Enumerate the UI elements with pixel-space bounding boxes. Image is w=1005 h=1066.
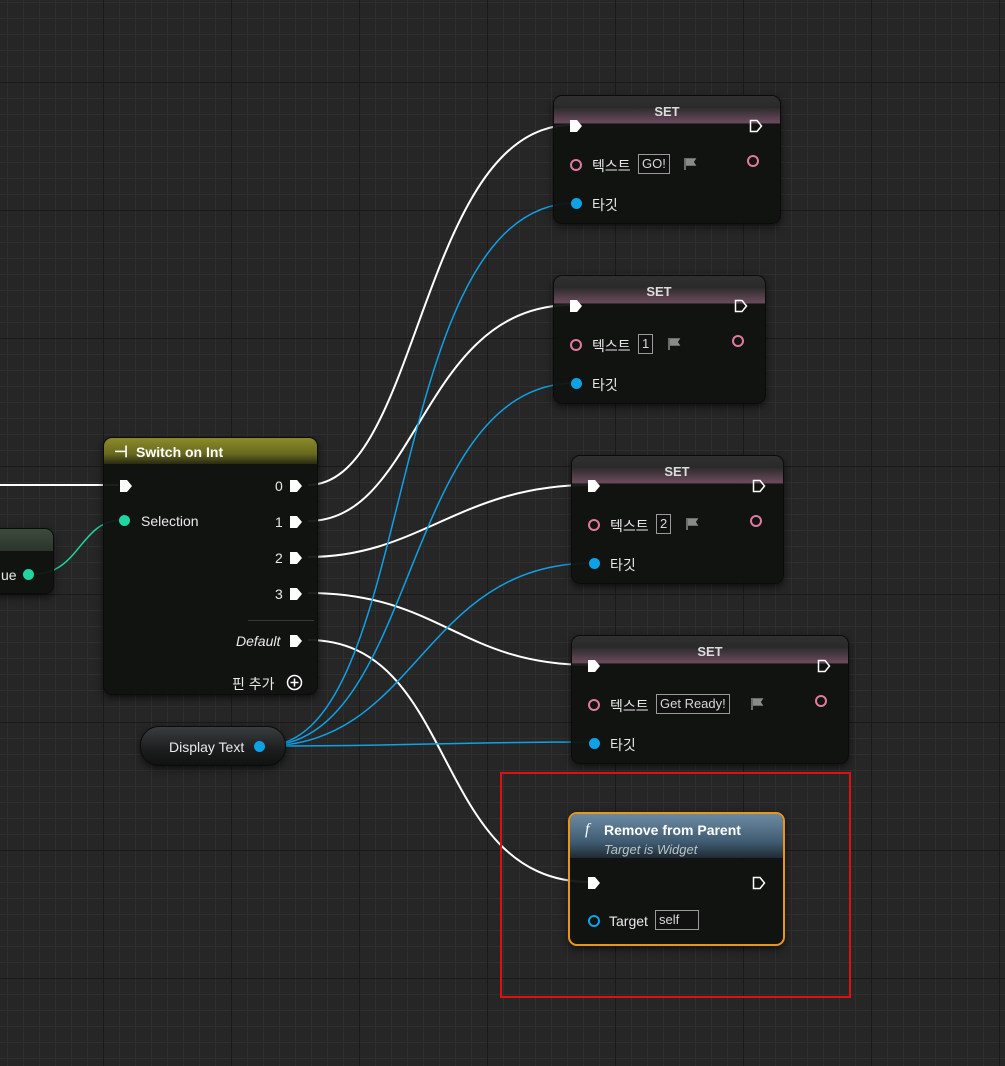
text-input-pin[interactable] <box>588 699 600 711</box>
switch-node-header <box>104 438 317 464</box>
default-output-pin[interactable] <box>289 634 303 648</box>
switch-output-1-label: 1 <box>275 514 283 530</box>
exec-wire-3 <box>307 592 591 666</box>
set-exec-in-pin[interactable] <box>587 659 601 673</box>
switch-on-int-node[interactable]: ⊣ Switch on Int Selection 0 1 2 3 Defaul… <box>103 437 318 695</box>
display-text-output-pin[interactable] <box>254 741 265 752</box>
add-pin-label[interactable]: 핀 추가 <box>232 676 275 692</box>
set-node-header <box>554 276 765 304</box>
switch-exec-in-pin[interactable] <box>119 479 133 493</box>
partial-node-label: ue <box>1 567 17 583</box>
set-node-title: SET <box>646 284 672 299</box>
display-text-getter-node[interactable]: Display Text <box>140 726 286 766</box>
localize-flag-icon[interactable] <box>750 697 764 711</box>
selection-pin[interactable] <box>119 515 130 526</box>
text-output-pin[interactable] <box>732 335 744 347</box>
switch-output-2-pin[interactable] <box>289 551 303 565</box>
set-node-title: SET <box>654 104 680 119</box>
function-node-subtitle: Target is Widget <box>604 842 698 857</box>
localize-flag-icon[interactable] <box>667 337 681 351</box>
set-exec-in-pin[interactable] <box>569 299 583 313</box>
set-node-title: SET <box>664 464 690 479</box>
set-exec-out-pin[interactable] <box>749 119 763 133</box>
target-input-pin[interactable] <box>589 558 600 569</box>
set-node-header <box>554 96 780 124</box>
function-node-title: Remove from Parent <box>604 822 741 838</box>
default-divider <box>248 620 314 621</box>
text-input-pin[interactable] <box>570 159 582 171</box>
set-exec-in-pin[interactable] <box>587 479 601 493</box>
exec-wire-1 <box>307 304 573 522</box>
remove-exec-out-pin[interactable] <box>752 876 766 890</box>
text-output-pin[interactable] <box>815 695 827 707</box>
partial-node-header <box>0 529 53 551</box>
switch-output-0-label: 0 <box>275 478 283 494</box>
target-wire-3 <box>263 741 595 747</box>
display-text-label: Display Text <box>169 739 245 755</box>
switch-output-1-pin[interactable] <box>289 515 303 529</box>
text-value-field[interactable]: Get Ready! <box>656 694 730 714</box>
target-label: 타깃 <box>592 377 618 393</box>
text-input-pin[interactable] <box>570 339 582 351</box>
switch-output-2-label: 2 <box>275 550 283 566</box>
set-exec-out-pin[interactable] <box>734 299 748 313</box>
exec-wire-2 <box>307 484 591 558</box>
target-input-pin[interactable] <box>571 198 582 209</box>
set-node-header <box>572 636 848 664</box>
localize-flag-icon[interactable] <box>683 157 697 171</box>
target-label: 타깃 <box>610 737 636 753</box>
text-input-pin[interactable] <box>588 519 600 531</box>
set-exec-out-pin[interactable] <box>817 659 831 673</box>
set-node-1[interactable]: SET 텍스트 1 타깃 <box>553 275 766 404</box>
switch-output-0-pin[interactable] <box>289 479 303 493</box>
partial-return-node[interactable]: ue <box>0 528 54 594</box>
text-value-field[interactable]: 1 <box>638 334 654 354</box>
localize-flag-icon[interactable] <box>685 517 699 531</box>
set-node-3[interactable]: SET 텍스트 Get Ready! 타깃 <box>571 635 849 764</box>
set-node-2[interactable]: SET 텍스트 2 타깃 <box>571 455 784 584</box>
target-input-pin[interactable] <box>571 378 582 389</box>
highlight-selection-box <box>500 772 851 998</box>
function-node-header <box>570 814 783 858</box>
text-label: 텍스트 <box>610 698 649 714</box>
set-node-0[interactable]: SET 텍스트 GO! 타깃 <box>553 95 781 224</box>
switch-output-3-pin[interactable] <box>289 587 303 601</box>
remove-target-pin[interactable] <box>588 915 600 927</box>
default-label: Default <box>236 633 281 649</box>
remove-exec-in-pin[interactable] <box>587 876 601 890</box>
target-label: 타깃 <box>592 197 618 213</box>
text-value-field[interactable]: 2 <box>656 514 672 534</box>
set-exec-out-pin[interactable] <box>752 479 766 493</box>
text-label: 텍스트 <box>610 518 649 534</box>
switch-icon: ⊣ <box>114 444 128 461</box>
text-output-pin[interactable] <box>747 155 759 167</box>
switch-node-title: Switch on Int <box>136 444 224 460</box>
text-label: 텍스트 <box>592 338 631 354</box>
return-value-pin[interactable] <box>23 569 34 580</box>
set-exec-in-pin[interactable] <box>569 119 583 133</box>
set-node-header <box>572 456 783 484</box>
text-output-pin[interactable] <box>750 515 762 527</box>
exec-wire-0 <box>307 124 573 486</box>
target-input-pin[interactable] <box>589 738 600 749</box>
text-value-field[interactable]: GO! <box>638 154 670 174</box>
remove-target-label: Target <box>609 913 648 929</box>
target-label: 타깃 <box>610 557 636 573</box>
selection-label: Selection <box>141 513 199 529</box>
remove-from-parent-node[interactable]: f Remove from Parent Target is Widget Ta… <box>568 812 785 946</box>
text-label: 텍스트 <box>592 158 631 174</box>
add-pin-icon[interactable] <box>286 674 303 691</box>
set-node-title: SET <box>697 644 723 659</box>
remove-target-field[interactable]: self <box>655 910 699 930</box>
switch-output-3-label: 3 <box>275 586 283 602</box>
function-icon: f <box>585 821 590 838</box>
